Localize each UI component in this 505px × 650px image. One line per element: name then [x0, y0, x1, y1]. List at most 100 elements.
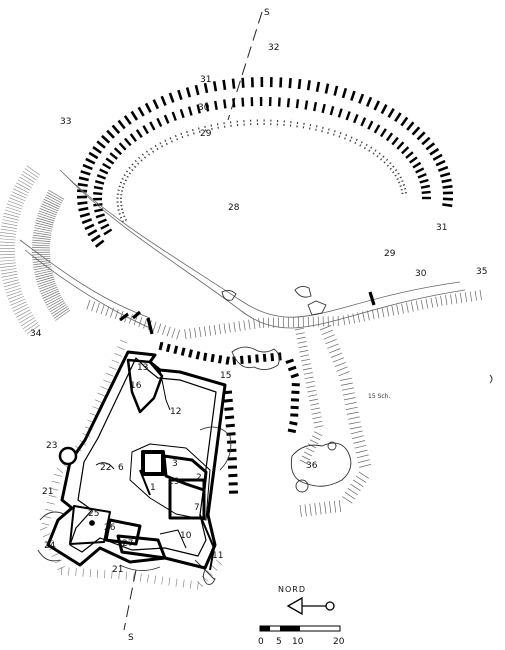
hatch-stroke [106, 372, 114, 377]
hatch-stroke [342, 315, 346, 326]
hatch-stroke [349, 134, 354, 142]
hatch-stroke [34, 227, 52, 232]
hatch-stroke [135, 129, 143, 138]
hatch-stroke [365, 96, 373, 108]
hatch-stroke [36, 217, 54, 224]
hatch-stroke [137, 106, 145, 117]
hatch-stroke [120, 177, 127, 182]
hatch-stroke [358, 471, 369, 479]
hatch-stroke [394, 171, 401, 177]
hatch-stroke [171, 111, 177, 121]
hatch-stroke [286, 98, 291, 108]
hatch-stroke [410, 301, 414, 312]
hatch-stroke [349, 426, 362, 430]
hatch-stroke [287, 365, 297, 372]
hatch-stroke [299, 504, 302, 517]
hatch-stroke [342, 496, 353, 504]
hatch-stroke [329, 105, 335, 116]
hatch-stroke [16, 182, 31, 191]
hatch-stroke [298, 345, 308, 349]
scale-tick-10: 10 [292, 637, 304, 647]
hatch-stroke [88, 151, 99, 160]
hatch-stroke [333, 500, 337, 513]
hatch-stroke [43, 198, 61, 208]
hatch-stroke [327, 343, 339, 349]
hatch-stroke [162, 325, 166, 335]
outer-earthwork-hatching [76, 76, 454, 248]
hatch-stroke [394, 112, 402, 123]
hatch-stroke [380, 104, 388, 115]
hatch-stroke [396, 175, 404, 181]
hatch-stroke [0, 254, 16, 256]
hatch-stroke [398, 179, 405, 184]
hatch-stroke [53, 474, 62, 477]
hatch-stroke [163, 114, 170, 124]
hatch-stroke [75, 568, 77, 577]
hatch-stroke [350, 483, 361, 492]
hatch-stroke [109, 152, 118, 160]
hatch-stroke [305, 447, 315, 453]
hatch-stroke [99, 168, 109, 175]
hatch-stroke [104, 570, 106, 579]
hatch-stroke [232, 356, 237, 365]
hatch-stroke [303, 451, 313, 457]
hatch-stroke [189, 328, 192, 339]
hatch-stroke [321, 103, 326, 114]
hatch-stroke [24, 168, 39, 178]
hatch-stroke [5, 287, 22, 294]
hatch-stroke [210, 353, 215, 363]
hatch-stroke [290, 372, 299, 379]
hatch-stroke [405, 151, 414, 159]
hatch-stroke [184, 329, 187, 340]
hatch-stroke [41, 522, 50, 526]
hatch-stroke [32, 262, 51, 266]
hatch-stroke [203, 352, 208, 361]
hatch-stroke [332, 357, 345, 363]
hatch-stroke [100, 304, 105, 315]
hatch-stroke [44, 196, 62, 206]
label-19: 19 [168, 477, 180, 487]
hatch-stroke [355, 449, 368, 454]
hatch-stroke [94, 180, 105, 185]
hatch-stroke [319, 325, 332, 331]
hatch-stroke [187, 106, 193, 116]
hatch-stroke [11, 301, 27, 309]
hatch-stroke [307, 443, 317, 449]
hatch-stroke [211, 564, 218, 571]
hatch-stroke [39, 526, 48, 531]
hatch-stroke [321, 329, 334, 335]
hatch-stroke [194, 84, 200, 96]
hatch-stroke [206, 570, 213, 577]
hatch-stroke [258, 318, 261, 329]
hatch-stroke [180, 347, 186, 356]
hatch-stroke [153, 143, 159, 151]
label-36: 36 [306, 461, 318, 471]
hatch-stroke [203, 326, 207, 337]
label-26: 26 [104, 523, 116, 533]
hatch-stroke [36, 276, 54, 283]
hatch-stroke [40, 286, 58, 295]
hatch-stroke [9, 296, 25, 303]
hatch-stroke [102, 162, 112, 170]
hatch-stroke [22, 319, 37, 329]
hatch-stroke [101, 134, 111, 144]
hatch-stroke [358, 459, 370, 463]
hatch-stroke [373, 124, 381, 134]
hatch-stroke [161, 576, 164, 585]
hatch-stroke [400, 187, 408, 191]
hatch-stroke [408, 156, 418, 164]
label-1: 1 [150, 483, 156, 493]
hatch-stroke [138, 317, 143, 327]
hatch-stroke [344, 132, 348, 140]
hatch-stroke [129, 133, 137, 143]
hatch-stroke [270, 353, 275, 362]
hatch-stroke [163, 138, 168, 146]
hatch-stroke [133, 315, 138, 326]
label-21-bottom: 21 [112, 565, 123, 575]
hatch-stroke [195, 351, 201, 360]
hatch-stroke [188, 349, 193, 358]
hatch-stroke [450, 294, 453, 305]
hatch-stroke [156, 117, 163, 128]
site-labels: S S 32 31 30 29 33 28 31 29 30 35 34 13 … [30, 8, 487, 643]
hatch-stroke [94, 208, 104, 213]
